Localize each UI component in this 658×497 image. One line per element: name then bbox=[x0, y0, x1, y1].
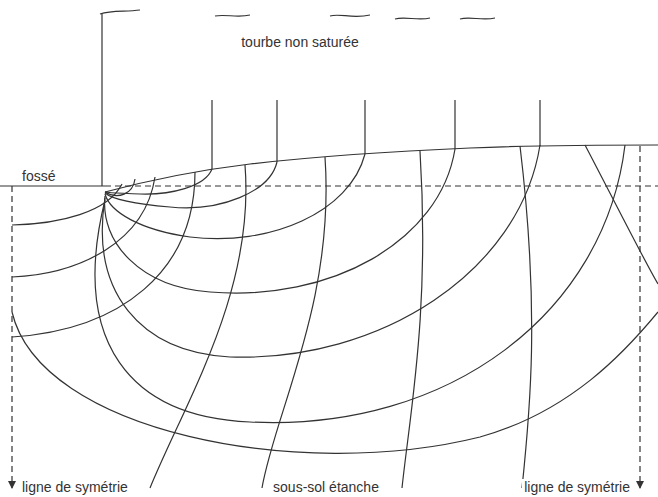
base-label: sous-sol étanche bbox=[271, 479, 381, 495]
region-label: tourbe non saturée bbox=[239, 34, 361, 50]
symmetry-label: ligne de symétrie bbox=[20, 479, 130, 495]
ditch-label: fossé bbox=[20, 168, 57, 184]
symmetry-label: ligne de symétrie bbox=[522, 479, 632, 495]
